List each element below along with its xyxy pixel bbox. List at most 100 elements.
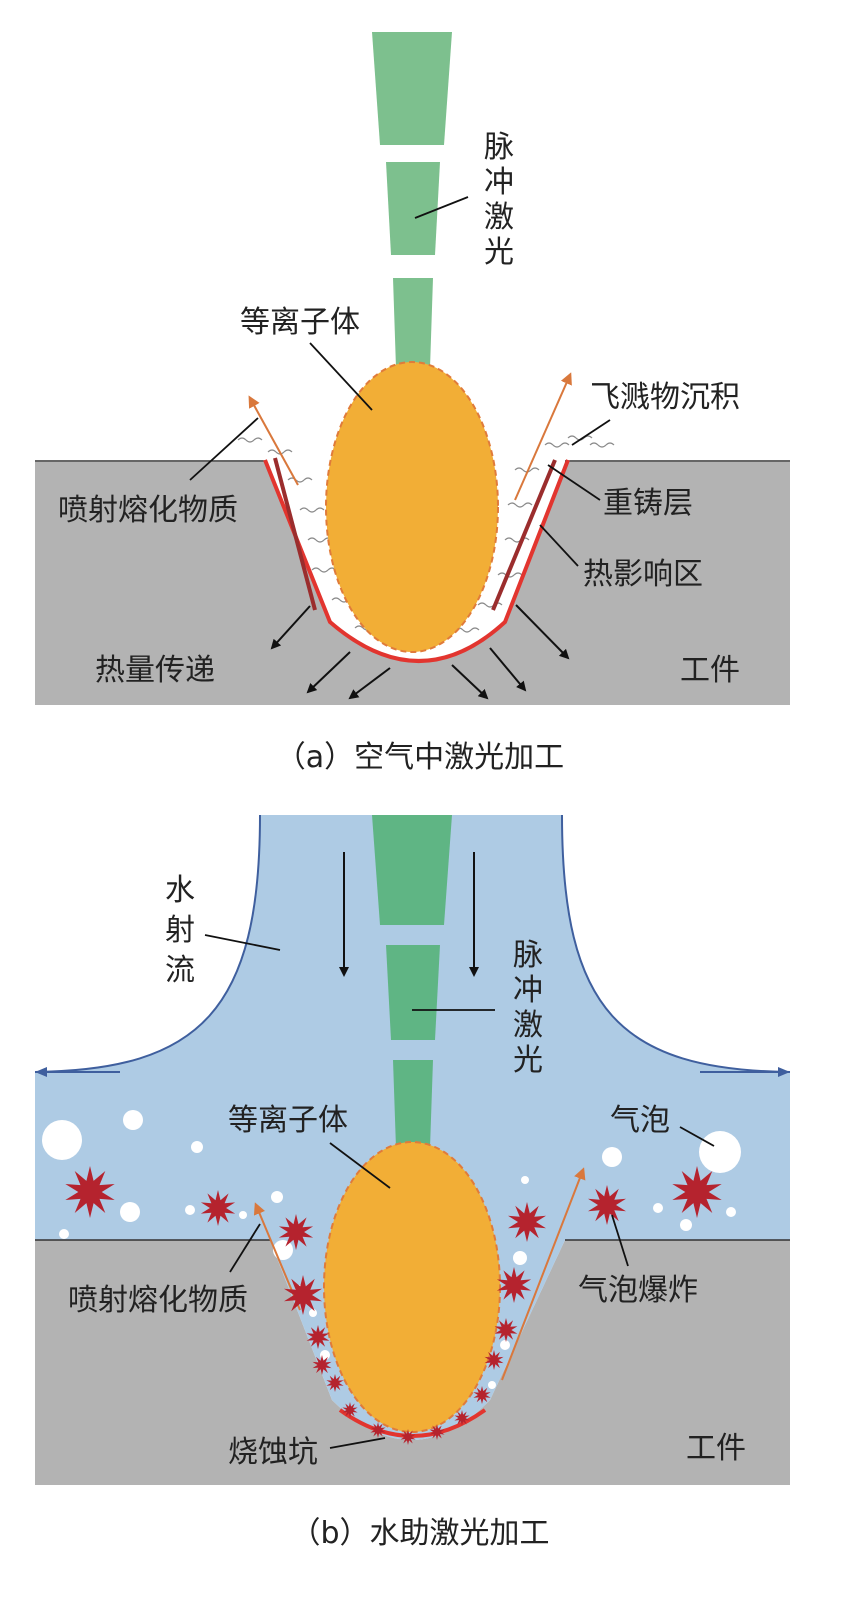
plasma-a: [325, 361, 499, 653]
bubble: [191, 1141, 203, 1153]
explosion-star: [484, 1350, 504, 1370]
explosion-star: [400, 1429, 416, 1445]
heat-arrow: [489, 647, 527, 692]
wave: [299, 507, 325, 513]
laser-segment: [372, 815, 452, 925]
recast-layer-a-left: [273, 457, 317, 611]
laser-label-char: 脉: [484, 130, 514, 165]
heat-affected-zone-a: [263, 459, 570, 663]
heat-arrow: [515, 604, 570, 660]
haz-label: 热影响区: [583, 557, 703, 592]
wave: [589, 442, 615, 448]
leader-burst: [611, 1214, 629, 1267]
bubble: [726, 1207, 736, 1217]
bubble: [500, 1340, 510, 1350]
laser-segment: [372, 32, 452, 145]
leader-plasma: [309, 342, 373, 411]
heat-arrow: [348, 667, 391, 700]
spatter-label: 飞溅物沉积: [590, 380, 740, 415]
bubble: [513, 1251, 527, 1265]
explosion-star: [508, 1202, 546, 1242]
caption-a: （a）空气中激光加工: [276, 740, 564, 775]
laser-label-char: 冲: [513, 973, 543, 1008]
ejecta-label-a: 喷射熔化物质: [58, 493, 238, 528]
leader-ejecta-b: [229, 1223, 261, 1273]
plasma-label-a: 等离子体: [240, 305, 360, 340]
workpiece-label-a: 工件: [680, 653, 740, 688]
workpiece-label-b: 工件: [686, 1431, 746, 1466]
recast-layer-a-right: [491, 459, 557, 611]
explosion-star: [494, 1318, 518, 1342]
bubble: [680, 1219, 692, 1231]
explosion-star: [473, 1386, 491, 1404]
bubble: [602, 1147, 622, 1167]
bubble: [309, 1309, 317, 1317]
heat-arrow: [270, 605, 311, 650]
leader-crater: [329, 1437, 386, 1449]
leader-haz: [539, 524, 579, 567]
bubble: [185, 1205, 195, 1215]
explosion-star: [312, 1355, 332, 1375]
wave: [237, 437, 263, 443]
wave: [497, 572, 523, 578]
leader-spatter: [571, 419, 611, 446]
laser-beam-b: [372, 815, 452, 1148]
explosion-star: [429, 1424, 445, 1440]
bubble: [59, 1229, 69, 1239]
laser-label-char: 冲: [484, 165, 514, 200]
leader-plasma-b: [329, 1142, 391, 1189]
bubble-explosions: [65, 1166, 722, 1445]
recast-label: 重铸层: [603, 486, 693, 521]
leader-recast: [547, 464, 601, 501]
crater-label: 烧蚀坑: [228, 1435, 318, 1470]
heat-arrow: [306, 651, 351, 694]
laser-label-char: 脉: [513, 938, 543, 973]
water-jet-outline: [34, 814, 261, 1073]
spatter-arrow-right: [514, 372, 572, 501]
plasma-label-b: 等离子体: [228, 1103, 348, 1138]
explosion-star: [588, 1185, 626, 1225]
workpiece-a: [35, 462, 790, 705]
laser-label-char: 激: [484, 200, 514, 235]
bubble: [653, 1203, 663, 1213]
burst-label: 气泡爆炸: [578, 1273, 698, 1308]
bubble: [271, 1191, 283, 1203]
ejecta-label-b: 喷射熔化物质: [68, 1283, 248, 1318]
explosion-star: [496, 1267, 532, 1303]
caption-b: （b）水助激光加工: [290, 1516, 549, 1551]
laser-beam-a: [372, 32, 452, 368]
plasma-b: [323, 1141, 501, 1433]
bubble-label: 气泡: [610, 1103, 670, 1138]
bubble: [42, 1120, 82, 1160]
explosion-star: [65, 1166, 115, 1218]
leader-ejecta: [189, 417, 259, 481]
wave: [287, 477, 313, 483]
leader-bubble: [679, 1126, 715, 1147]
explosion-star: [342, 1402, 358, 1418]
spatter-arrow-left: [248, 395, 299, 486]
laser-segment: [386, 945, 440, 1040]
leaders-a: [189, 196, 611, 567]
explosion-star: [326, 1374, 344, 1392]
leader-water: [204, 934, 281, 951]
water-label-char: 流: [165, 953, 195, 988]
panel-b: 水 射 流 脉 冲 激 光 等离子体 气泡 喷射熔化物质 气泡爆炸 烧蚀坑 工件…: [34, 814, 791, 1551]
laser-segment: [386, 162, 440, 255]
bubble: [521, 1176, 529, 1184]
bubble: [123, 1110, 143, 1130]
wave: [504, 537, 530, 543]
heat-arrow: [451, 664, 489, 700]
heat-transfer-label: 热量传递: [95, 653, 215, 688]
laser-segment: [393, 1060, 433, 1148]
laser-label-a: 脉 冲 激 光: [484, 130, 514, 270]
workpiece-b: [35, 1240, 790, 1485]
explosion-star: [306, 1325, 330, 1349]
bubble: [239, 1211, 247, 1219]
explosion-star: [278, 1214, 314, 1250]
bubble: [120, 1202, 140, 1222]
laser-segment: [393, 278, 433, 368]
leader-laser: [414, 196, 469, 219]
wave: [544, 442, 570, 448]
